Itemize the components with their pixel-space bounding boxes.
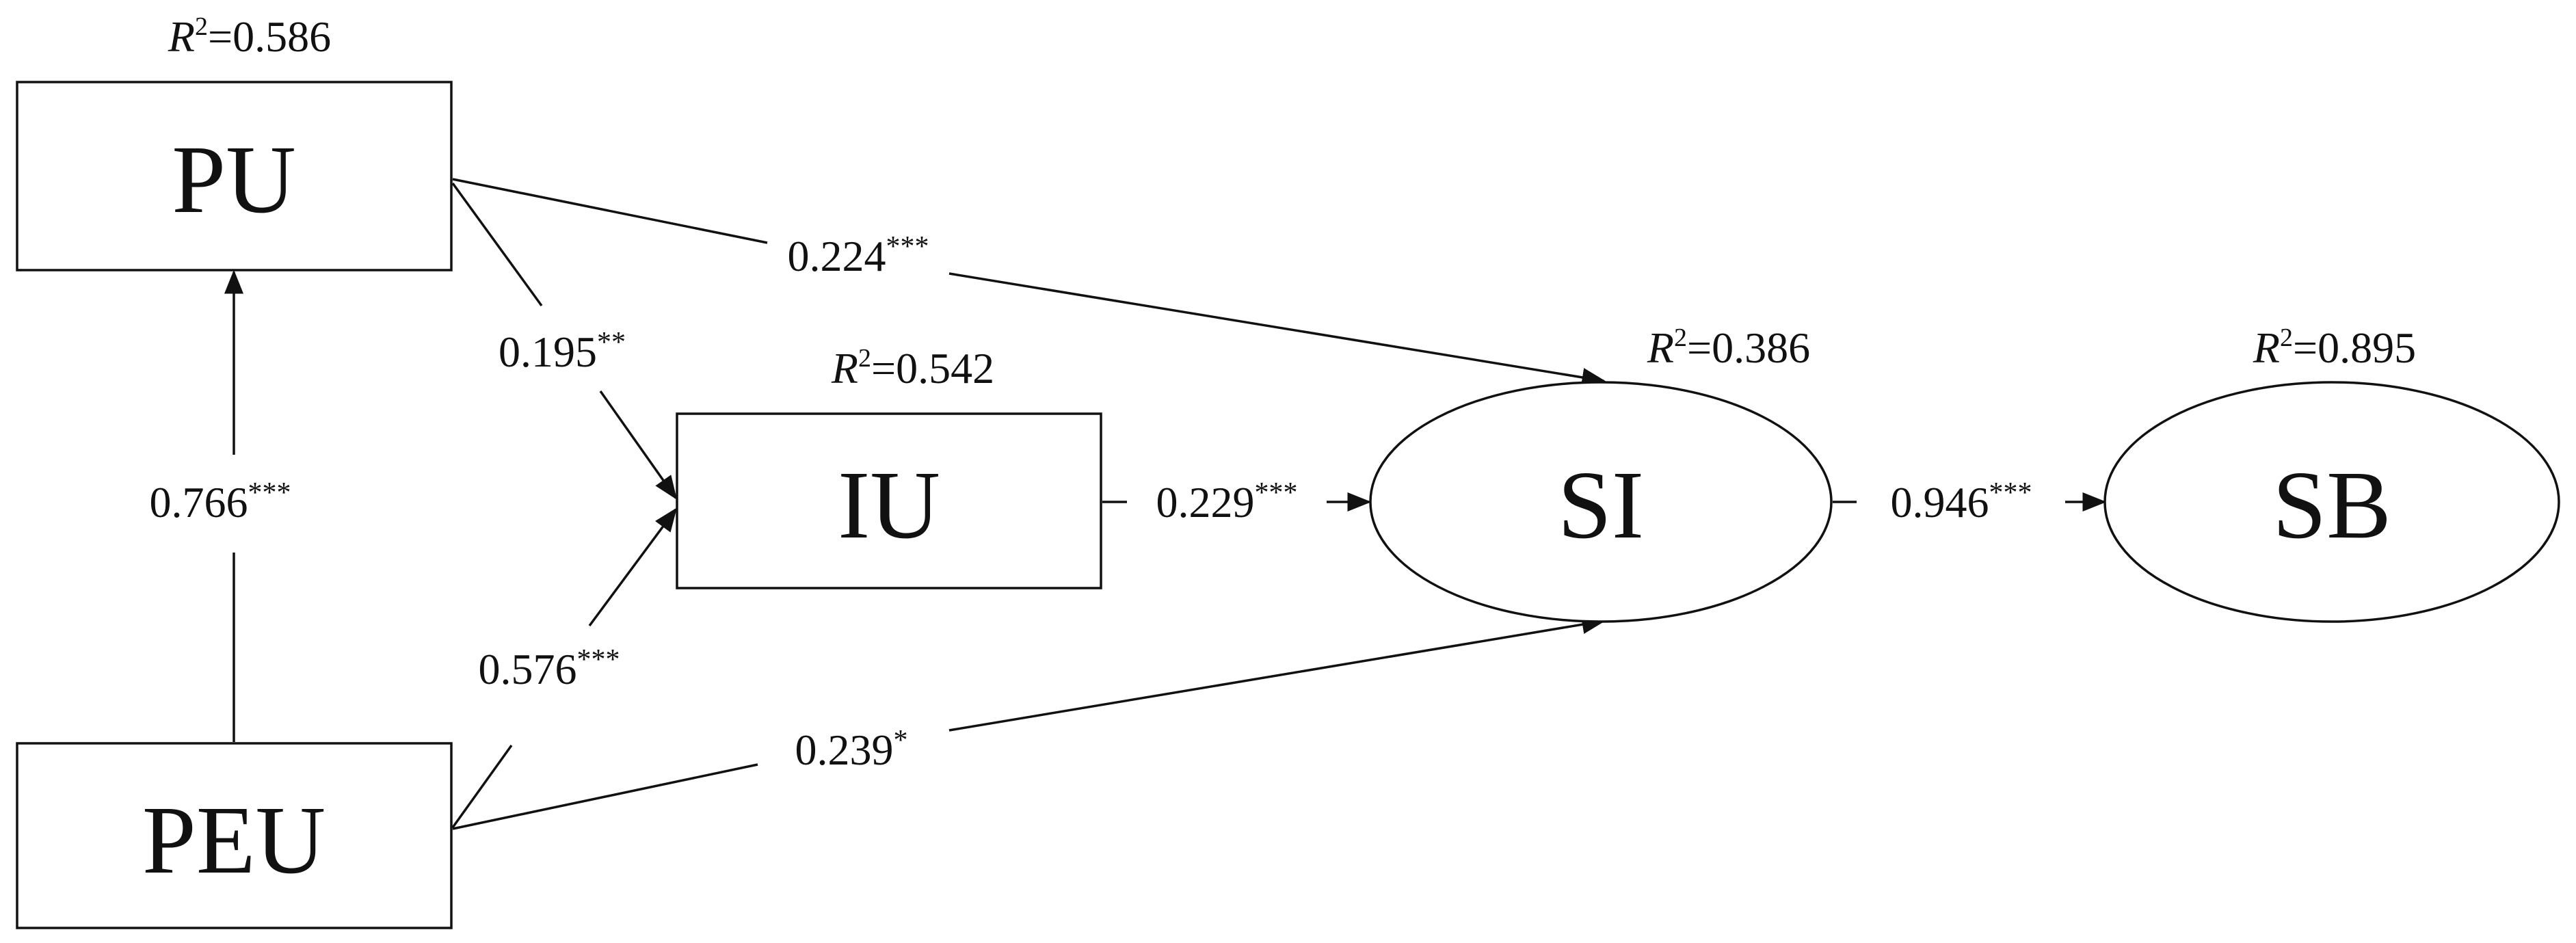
r2-si-value: =0.386 bbox=[1687, 323, 1810, 372]
coef-stars: *** bbox=[577, 644, 620, 676]
path-pu-si-arrow bbox=[948, 272, 1606, 387]
node-iu-box bbox=[676, 412, 1102, 589]
r2-symbol: R bbox=[168, 12, 195, 61]
r2-superscript: 2 bbox=[195, 12, 208, 41]
node-si-ellipse bbox=[1369, 381, 1833, 623]
path-pu-iu-arrow bbox=[599, 390, 678, 500]
path-iu-si-coef: 0.229*** bbox=[1156, 477, 1298, 527]
node-sb-label: SB bbox=[2272, 451, 2391, 559]
r2-iu-value: =0.542 bbox=[871, 344, 994, 393]
r2-si: R2=0.386 bbox=[1647, 323, 1810, 372]
coef-value: 0.576 bbox=[479, 645, 577, 693]
node-pu-box bbox=[16, 81, 453, 271]
coef-stars: *** bbox=[886, 231, 929, 263]
coef-value: 0.195 bbox=[499, 328, 597, 376]
node-pu-label: PU bbox=[172, 125, 296, 233]
r2-pu: R2=0.586 bbox=[168, 12, 331, 61]
coef-value: 0.766 bbox=[150, 478, 248, 527]
r2-pu-value: =0.586 bbox=[208, 12, 331, 61]
coef-value: 0.229 bbox=[1156, 478, 1255, 527]
coef-value: 0.239 bbox=[795, 726, 894, 774]
r2-superscript: 2 bbox=[1674, 323, 1687, 352]
path-pu-iu-coef: 0.195** bbox=[499, 327, 626, 376]
path-peu-si-coef: 0.239* bbox=[795, 725, 908, 774]
coef-value: 0.946 bbox=[1891, 478, 1989, 527]
r2-superscript: 2 bbox=[2280, 323, 2293, 352]
path-si-sb-coef: 0.946*** bbox=[1891, 477, 2032, 527]
node-peu-box bbox=[16, 742, 453, 929]
r2-symbol: R bbox=[1647, 323, 1674, 372]
coef-stars: *** bbox=[1255, 477, 1298, 509]
r2-symbol: R bbox=[2253, 323, 2280, 372]
node-peu-label: PEU bbox=[142, 786, 326, 894]
node-si-label: SI bbox=[1558, 451, 1644, 559]
coef-stars: *** bbox=[248, 477, 291, 509]
r2-iu: R2=0.542 bbox=[831, 344, 994, 393]
r2-symbol: R bbox=[831, 344, 858, 393]
r2-sb-value: =0.895 bbox=[2293, 323, 2416, 372]
path-peu-si-line-left bbox=[452, 763, 758, 830]
path-peu-pu-coef: 0.766*** bbox=[150, 477, 291, 527]
path-peu-iu-line-lower bbox=[451, 744, 513, 829]
coef-stars: ** bbox=[597, 327, 626, 358]
coef-stars: * bbox=[894, 725, 908, 756]
r2-superscript: 2 bbox=[858, 344, 871, 373]
node-sb-ellipse bbox=[2103, 381, 2560, 623]
path-pu-si-coef: 0.224*** bbox=[788, 231, 929, 280]
node-iu-label: IU bbox=[838, 451, 940, 559]
coef-value: 0.224 bbox=[788, 232, 886, 280]
path-peu-iu-coef: 0.576*** bbox=[479, 644, 620, 693]
path-pu-iu-line-upper bbox=[451, 182, 543, 307]
path-peu-si-arrow bbox=[948, 615, 1606, 732]
path-peu-iu-arrow bbox=[588, 507, 678, 627]
r2-sb: R2=0.895 bbox=[2253, 323, 2416, 372]
path-pu-si-line-left bbox=[452, 178, 768, 244]
coef-stars: *** bbox=[1989, 477, 2032, 509]
